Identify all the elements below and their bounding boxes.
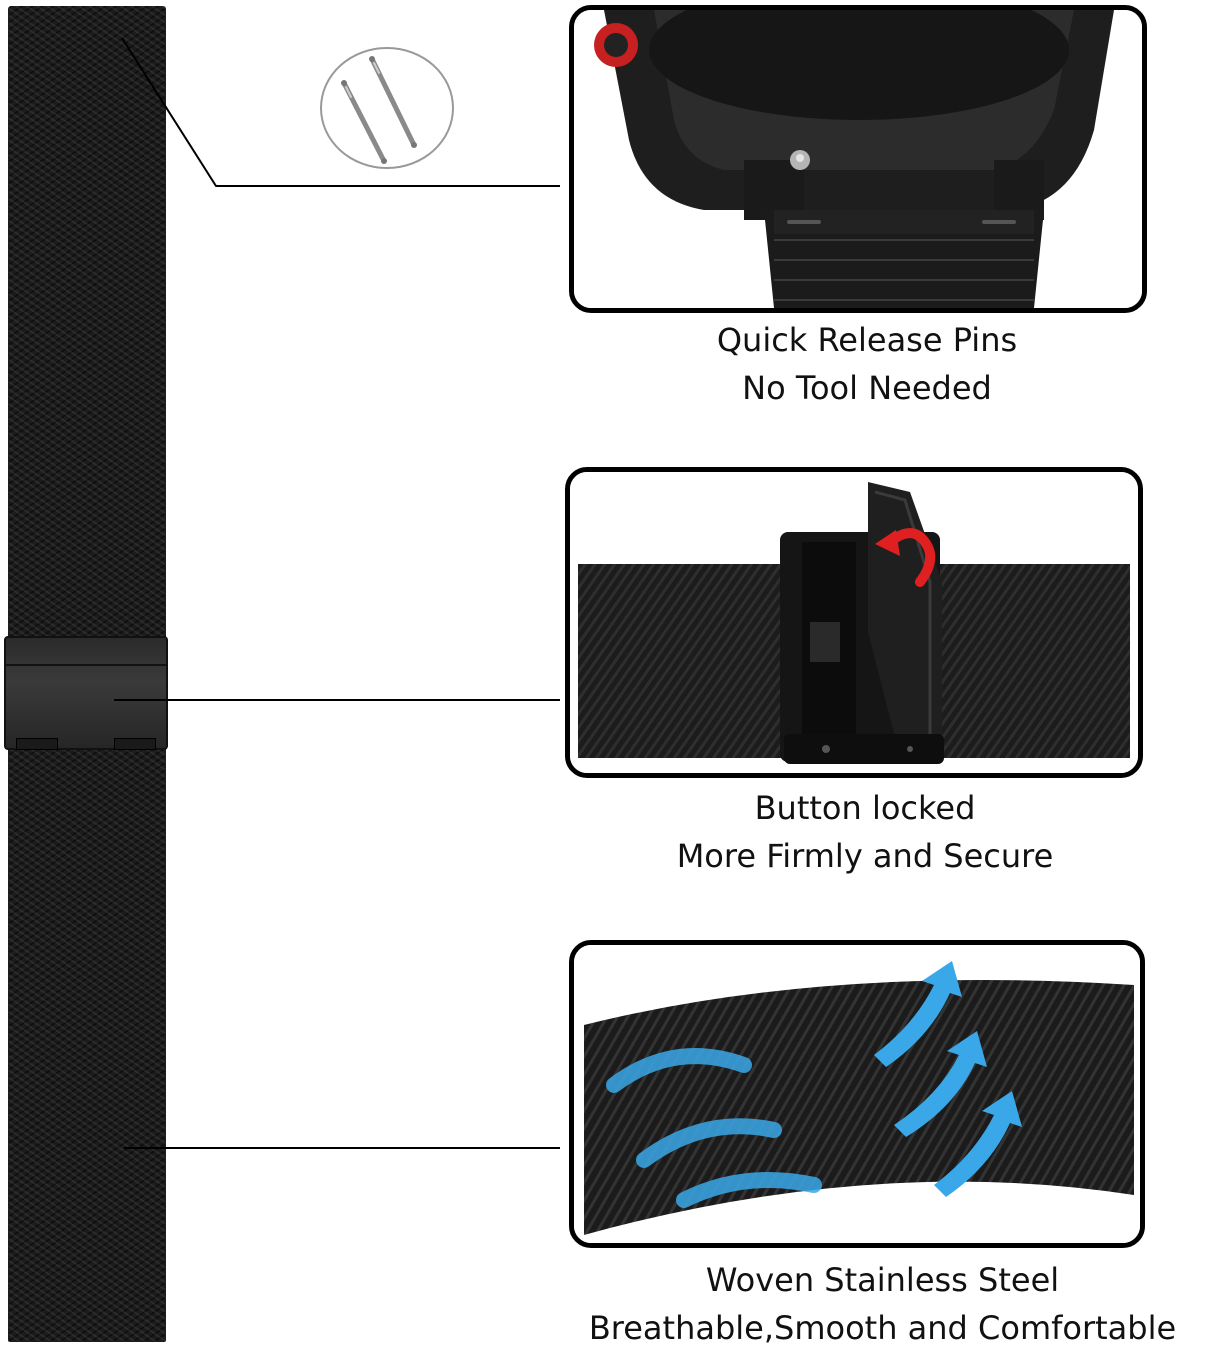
quick-release-panel: [569, 5, 1147, 313]
button-lock-panel: [565, 467, 1143, 778]
spring-bars-inset: [320, 47, 454, 169]
quick-release-pin-icon: [574, 10, 1142, 308]
airflow-arrows-icon: [574, 945, 1140, 1243]
spring-bar-pins-icon: [341, 56, 417, 164]
caption-line: Button locked: [754, 789, 976, 827]
caption-line: More Firmly and Secure: [676, 837, 1054, 875]
clasp-lock-icon: [570, 472, 1138, 773]
caption-quick-release: Quick Release Pins No Tool Needed: [569, 316, 1165, 412]
caption-line: Woven Stainless Steel: [705, 1261, 1060, 1299]
strap-clasp: [4, 636, 168, 750]
caption-woven-steel: Woven Stainless Steel Breathable,Smooth …: [560, 1256, 1205, 1352]
caption-line: Breathable,Smooth and Comfortable: [588, 1309, 1177, 1347]
caption-button-locked: Button locked More Firmly and Secure: [565, 784, 1165, 880]
caption-line: No Tool Needed: [742, 369, 992, 407]
breathable-mesh-panel: [569, 940, 1145, 1248]
caption-line: Quick Release Pins: [716, 321, 1018, 359]
